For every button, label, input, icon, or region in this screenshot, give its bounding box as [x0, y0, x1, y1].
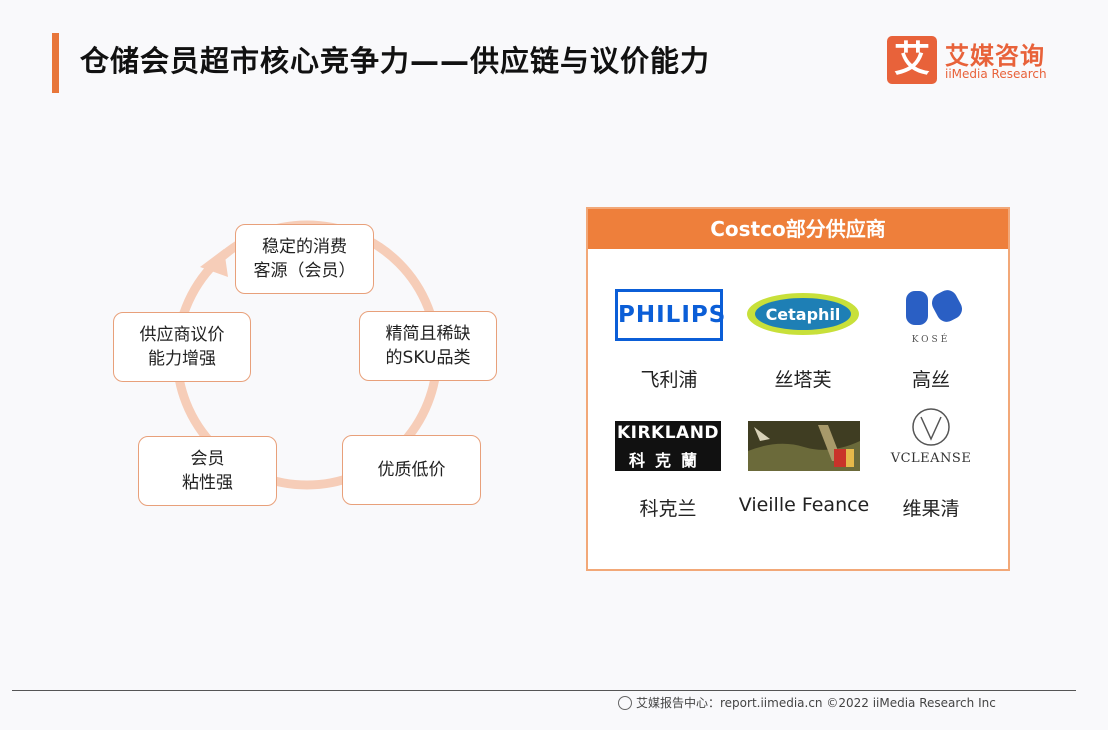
supplier-panel-title: Costco部分供应商: [588, 209, 1008, 249]
cycle-node-stable-customers: 稳定的消费 客源（会员）: [235, 224, 374, 294]
footer: 艾媒报告中心：report.iimedia.cn ©2022 iiMedia R…: [618, 694, 996, 711]
kose-logo: KOSÉ: [896, 289, 966, 345]
report-center-icon: [618, 695, 632, 710]
logo-name-cn: 艾媒咨询: [945, 42, 1045, 70]
cycle-node-label: 稳定的消费 客源（会员）: [253, 237, 356, 281]
iimedia-logo: 艾 艾媒咨询 iiMedia Research: [887, 36, 1077, 88]
vcleanse-logo-text: VCLEANSE: [890, 451, 972, 466]
supplier-panel: Costco部分供应商 PHILIPS 飞利浦 Cetaphil 丝塔芙 KOS…: [586, 207, 1010, 571]
footer-text: 艾媒报告中心：report.iimedia.cn ©2022 iiMedia R…: [636, 696, 996, 710]
supplier-name-philips: 飞利浦: [640, 369, 698, 391]
kirkland-logo-text: KIRKLAND: [616, 423, 720, 443]
cetaphil-logo-text: Cetaphil: [766, 305, 841, 324]
cycle-node-label: 优质低价: [377, 460, 446, 480]
kirkland-logo-text-cn: 科克蘭: [628, 451, 707, 470]
cycle-node-label: 会员 粘性强: [182, 449, 233, 493]
supplier-name-vcleanse: 维果清: [902, 498, 960, 520]
cycle-node-bargaining-power: 供应商议价 能力增强: [113, 312, 251, 382]
cycle-arrow-icon: [200, 249, 228, 277]
logo-mark-icon: 艾: [887, 36, 937, 84]
kirkland-logo: KIRKLAND 科克蘭: [615, 421, 721, 471]
supplier-name-vieille-feance: Vieille Feance: [738, 494, 870, 516]
supplier-name-cetaphil: 丝塔芙: [774, 369, 832, 391]
kose-logo-text: KOSÉ: [912, 333, 951, 345]
vcleanse-logo: VCLEANSE: [886, 407, 976, 473]
philips-logo-text: PHILIPS: [618, 302, 727, 328]
logo-name-en: iiMedia Research: [945, 67, 1047, 81]
vieille-feance-photo: [748, 421, 860, 471]
page-title: 仓储会员超市核心竞争力——供应链与议价能力: [80, 44, 711, 78]
footer-divider: [12, 690, 1076, 691]
cycle-node-label: 精简且稀缺 的SKU品类: [385, 324, 471, 368]
cycle-node-label: 供应商议价 能力增强: [139, 325, 225, 369]
supplier-name-kirkland: 科克兰: [639, 498, 697, 520]
title-accent-bar: [52, 33, 59, 93]
philips-logo: PHILIPS: [615, 289, 727, 341]
cycle-node-quality-low-price: 优质低价: [342, 435, 481, 505]
supplier-name-kose: 高丝: [911, 369, 950, 391]
cetaphil-logo: Cetaphil: [745, 291, 861, 337]
cycle-node-sku: 精简且稀缺 的SKU品类: [359, 311, 497, 381]
cycle-node-member-loyalty: 会员 粘性强: [138, 436, 277, 506]
